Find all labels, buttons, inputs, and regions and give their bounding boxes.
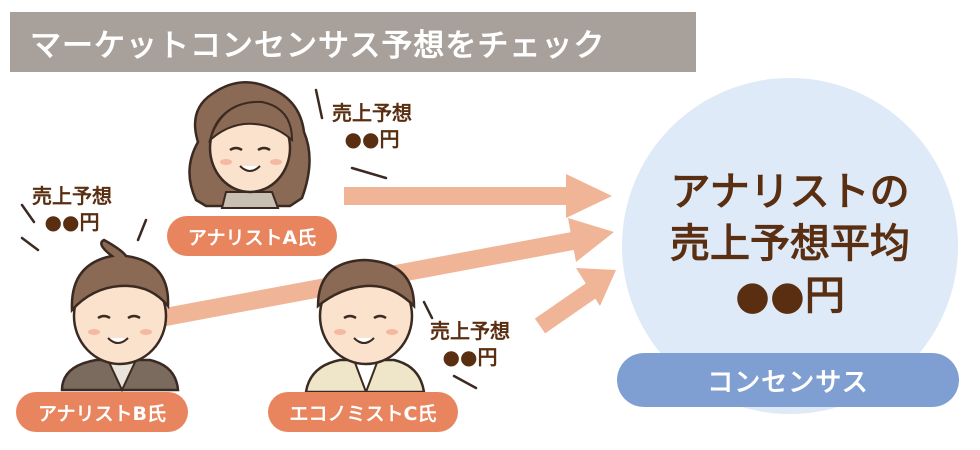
title-banner: マーケットコンセンサス予想をチェック [10,12,696,72]
forecast-amount: ●●円 [44,210,100,234]
average-line-3: ●●円 [735,273,845,319]
average-forecast: アナリストの 売上予想平均 ●●円 [622,166,958,322]
analyst-b-avatar [60,238,180,393]
forecast-label-b: 売上予想 ●●円 [32,183,112,235]
analyst-b-label: アナリストB氏 [16,392,188,432]
forecast-amount: ●●円 [442,345,498,369]
analyst-a-avatar [188,81,311,209]
forecast-label-text: 売上予想 [430,319,510,343]
economist-c-label: エコノミストC氏 [268,392,458,432]
forecast-label-c: 売上予想 ●●円 [430,318,510,370]
arrow-c-to-consensus [534,268,616,334]
accent-strokes [20,88,478,390]
forecast-label-text: 売上予想 [332,101,412,125]
consensus-label: コンセンサス [617,353,959,407]
forecast-amount: ●●円 [344,127,400,151]
arrow-a-to-consensus [344,174,612,218]
forecast-label-text: 売上予想 [32,184,112,208]
forecast-label-a: 売上予想 ●●円 [332,100,412,152]
economist-c-avatar [304,258,426,395]
average-line-2: 売上予想平均 [670,221,910,267]
analyst-a-label: アナリストA氏 [167,216,337,256]
average-line-1: アナリストの [670,169,910,215]
page-title: マーケットコンセンサス予想をチェック [30,27,606,64]
